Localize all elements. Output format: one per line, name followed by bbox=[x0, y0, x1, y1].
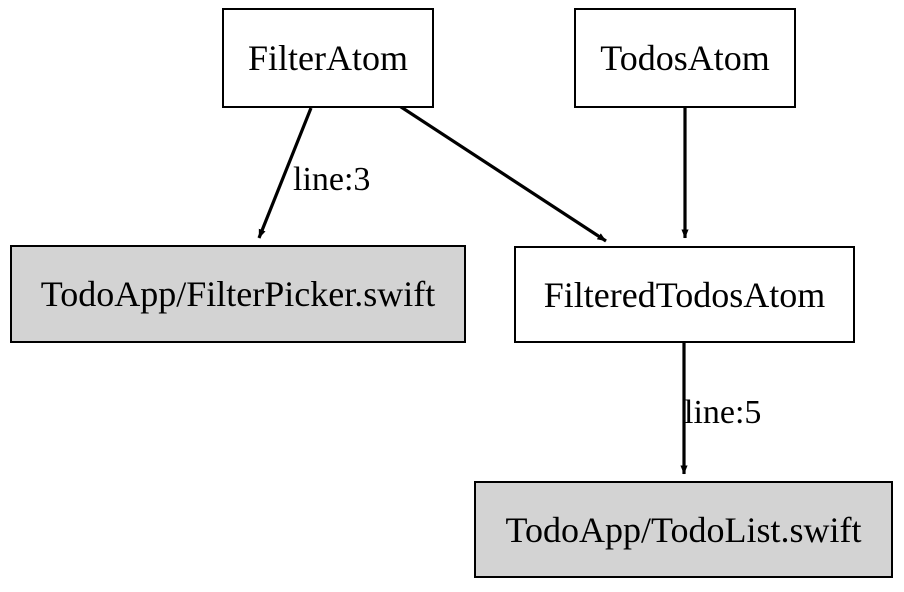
node-filter-picker-swift[interactable]: TodoApp/FilterPicker.swift bbox=[10, 245, 466, 343]
node-todos-atom-label: TodosAtom bbox=[600, 38, 770, 78]
edge-label-line-3: line:3 bbox=[293, 161, 371, 198]
node-todo-list-swift[interactable]: TodoApp/TodoList.swift bbox=[474, 481, 893, 578]
edge-filter-atom-to-filtered-todos bbox=[397, 103, 607, 243]
edge-filter-atom-to-filter-picker bbox=[257, 107, 313, 239]
edge-label-line-5: line:5 bbox=[684, 394, 762, 431]
node-todos-atom[interactable]: TodosAtom bbox=[574, 8, 796, 108]
node-filtered-todos-atom[interactable]: FilteredTodosAtom bbox=[514, 246, 855, 343]
node-filter-atom[interactable]: FilterAtom bbox=[222, 8, 434, 108]
node-filter-atom-label: FilterAtom bbox=[248, 38, 408, 78]
node-filtered-todos-atom-label: FilteredTodosAtom bbox=[543, 274, 826, 315]
node-todo-list-swift-label: TodoApp/TodoList.swift bbox=[505, 509, 862, 550]
node-filter-picker-swift-label: TodoApp/FilterPicker.swift bbox=[40, 274, 436, 314]
